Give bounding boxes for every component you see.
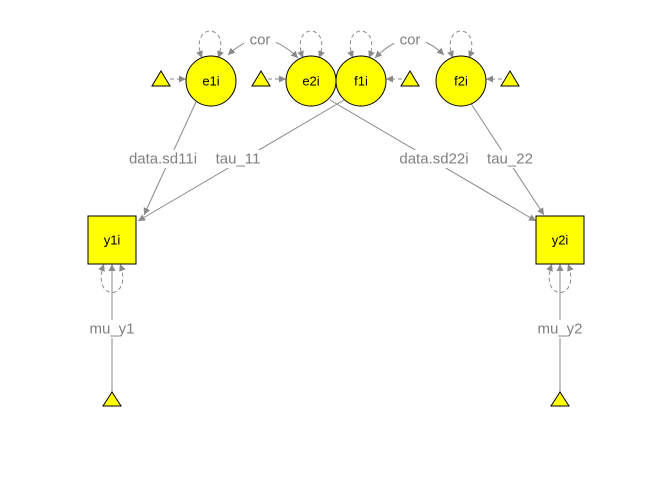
var-loop-y2i (546, 263, 574, 293)
node-f1i-label: f1i (354, 74, 368, 89)
var-loop-f2i (447, 30, 475, 59)
constant-triangle-e1i (151, 70, 171, 87)
constant-triangle-y2i (550, 391, 570, 407)
constant-triangle-f2i (500, 70, 520, 87)
label-mu-y1: mu_y1 (89, 321, 134, 338)
constant-triangle-y1i (102, 391, 122, 407)
node-f2i-label: f2i (454, 74, 468, 89)
node-e2i-label: e2i (302, 74, 319, 89)
label-cor-right: cor (400, 32, 421, 49)
node-e1i (185, 55, 237, 107)
label-tau-22: tau_22 (487, 151, 533, 168)
label-data-sd11i: data.sd11i (129, 151, 197, 168)
constant-triangle-f1i (400, 70, 420, 87)
node-f2i (435, 55, 487, 107)
constant-triangle-e2i (251, 70, 271, 87)
node-y2i (535, 215, 585, 265)
label-data-sd22i: data.sd22i (399, 151, 468, 168)
label-tau-11: tau_11 (216, 151, 261, 168)
node-y2i-label: y2i (552, 233, 569, 248)
node-y1i-label: y1i (104, 233, 121, 248)
var-loop-y1i (98, 263, 126, 293)
node-f1i (335, 55, 387, 107)
node-y1i (87, 215, 137, 265)
label-mu-y2: mu_y2 (537, 321, 582, 338)
node-e1i-label: e1i (202, 74, 219, 89)
var-loop-e1i (196, 30, 224, 59)
var-loop-f1i (347, 30, 375, 59)
label-cor-left: cor (250, 32, 271, 49)
var-loop-e2i (297, 30, 325, 59)
